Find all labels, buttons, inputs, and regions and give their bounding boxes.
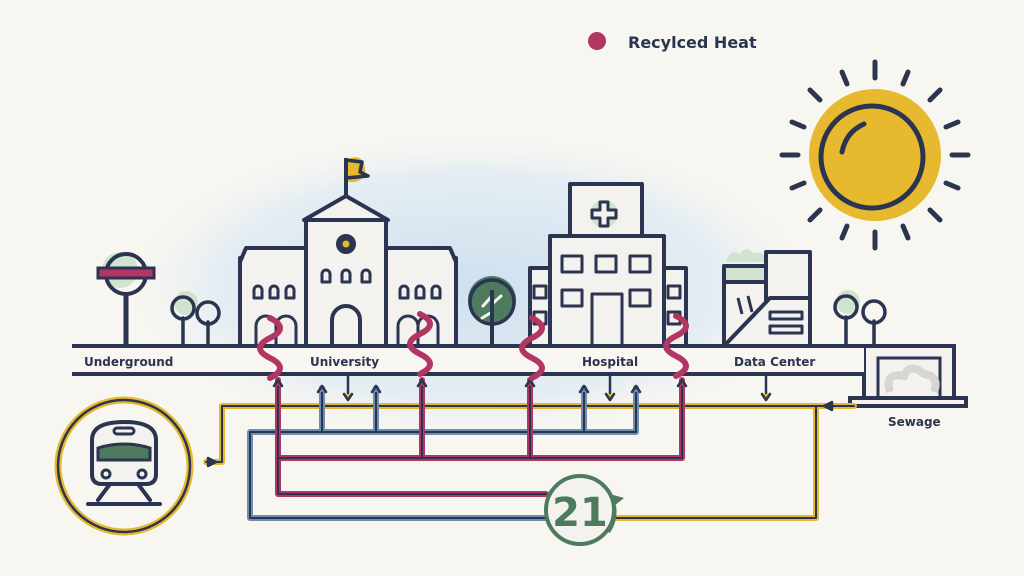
label-data-center: Data Center <box>734 355 815 369</box>
label-sewage: Sewage <box>888 415 941 429</box>
legend-recycled-heat-label: Recylced Heat <box>628 33 757 52</box>
tree-icon <box>833 290 887 348</box>
heat-wave-icons <box>257 311 689 381</box>
legend: Recylced Heat <box>588 32 757 52</box>
legend-dot <box>588 32 606 50</box>
ground-road <box>72 344 866 376</box>
hospital-building <box>528 182 688 348</box>
recycled-heat-pipe <box>275 377 685 497</box>
tree-icon <box>468 276 516 346</box>
sun-icon <box>779 59 971 251</box>
label-underground: Underground <box>84 355 173 369</box>
sewage-tank-icon <box>848 344 968 408</box>
tree-icon <box>170 291 221 348</box>
train-icon <box>54 396 194 536</box>
pipe-network <box>203 372 857 521</box>
hospital-cross-icon <box>590 200 618 228</box>
cool-water-pipe <box>247 385 639 521</box>
hub-badge: 21 <box>544 474 624 546</box>
hub-number: 21 <box>552 490 608 536</box>
recycle-arrow-icon <box>606 505 617 534</box>
data-center-building <box>722 249 812 348</box>
underground-sign-icon <box>96 252 156 346</box>
label-hospital: Hospital <box>582 355 638 369</box>
label-university: University <box>310 355 379 369</box>
place-labels: Underground University Hospital Data Cen… <box>84 355 941 429</box>
